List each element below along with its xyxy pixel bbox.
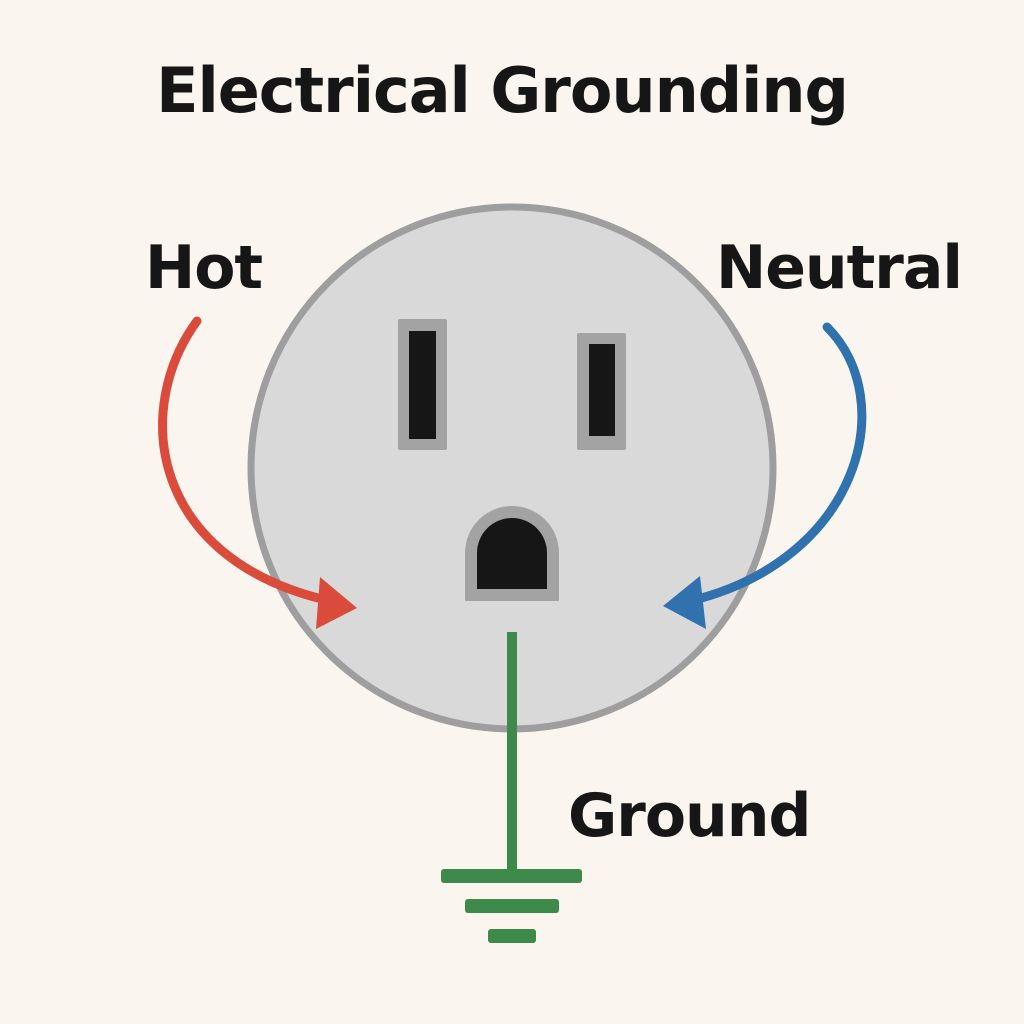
neutral-wire-arrow [663, 322, 867, 629]
neutral-arrowhead [663, 576, 706, 629]
hot-arrowhead [316, 577, 357, 629]
neutral-label: Neutral [716, 233, 963, 303]
earth-ground-icon [441, 869, 582, 943]
ground-label: Ground [568, 781, 811, 851]
neutral-slot [577, 333, 626, 450]
hot-slot [398, 319, 447, 450]
ground-hole [465, 506, 559, 601]
outlet-icon [247, 203, 777, 733]
hot-label: Hot [145, 233, 263, 303]
hot-wire-arrow [158, 316, 357, 629]
diagram-title: Electrical Grounding [156, 54, 849, 127]
